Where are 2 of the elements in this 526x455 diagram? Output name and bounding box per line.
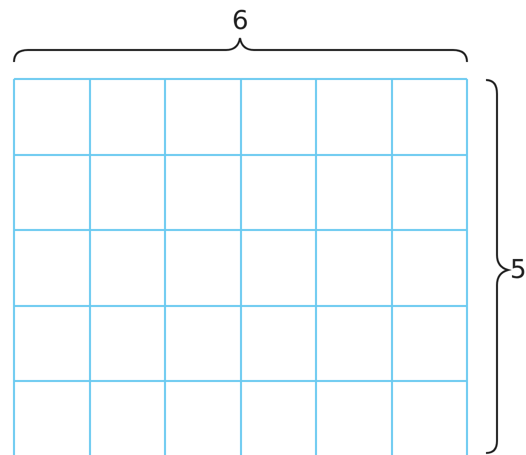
dimension-label: 6 (232, 8, 249, 34)
dimension-label: 5 (510, 257, 526, 283)
